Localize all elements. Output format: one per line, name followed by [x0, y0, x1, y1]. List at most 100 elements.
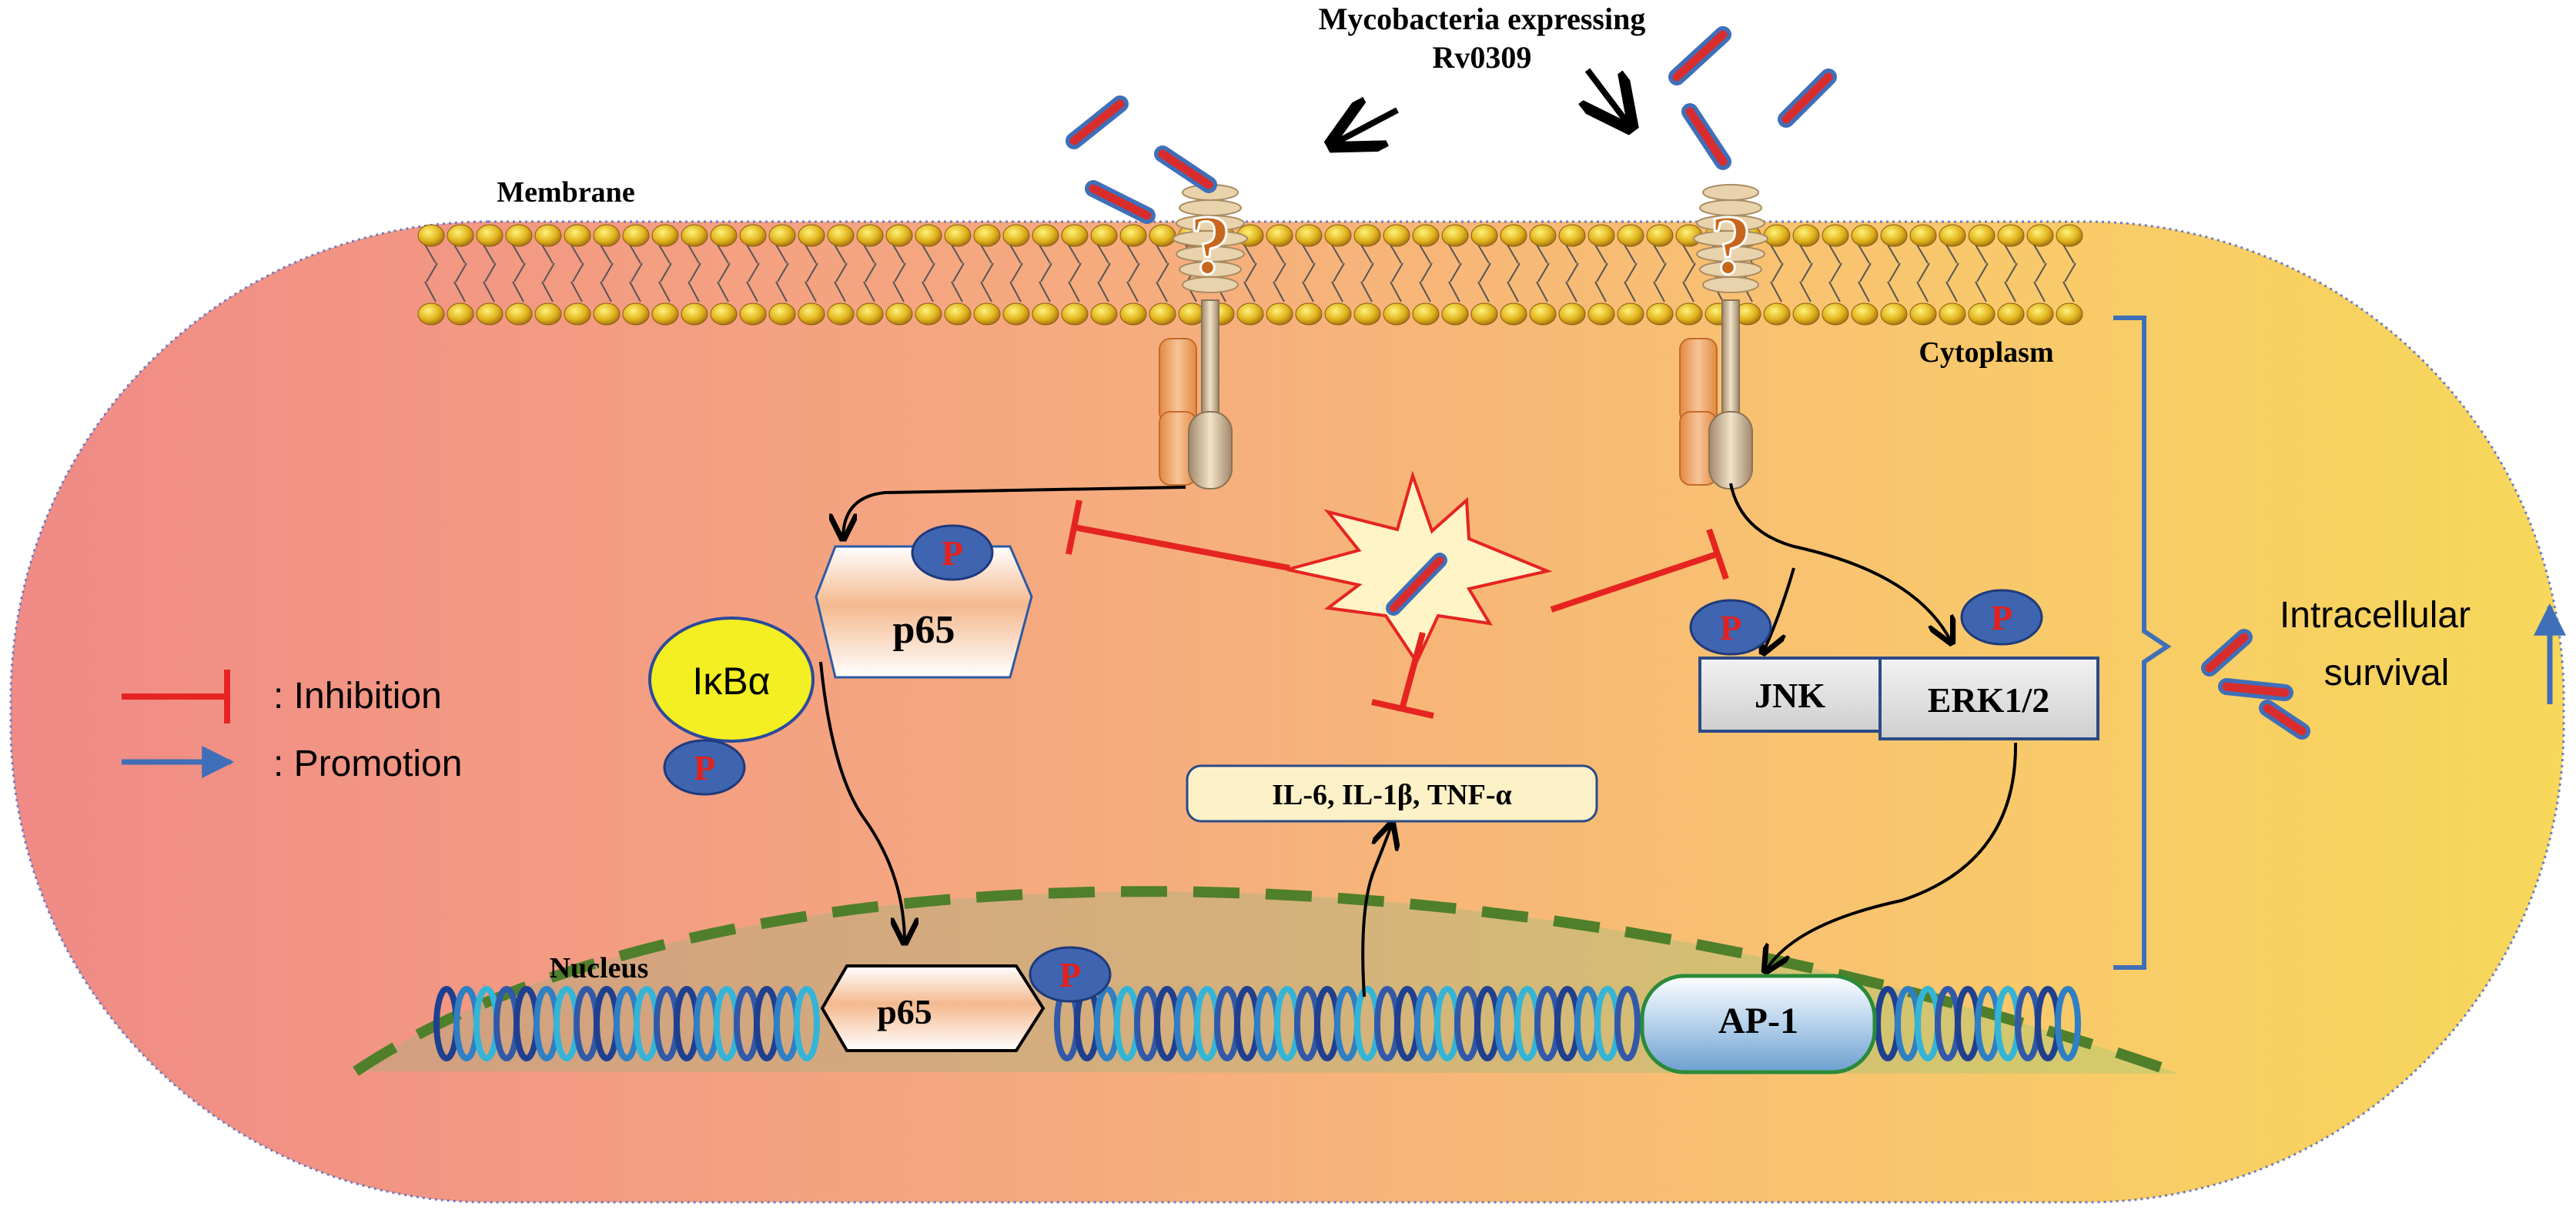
lipid-head: [1412, 224, 1440, 247]
lipid-tail: [1976, 262, 1989, 282]
jnk-label: JNK: [1755, 676, 1825, 715]
lipid-tail: [1477, 281, 1490, 302]
lipid-tail: [601, 262, 614, 282]
lipid-tail: [1537, 262, 1550, 282]
lipid-tail: [1625, 262, 1638, 282]
lipid-tail: [1508, 262, 1521, 282]
lipid-head: [1295, 302, 1323, 326]
bacterium-core: [1672, 30, 1728, 82]
lipid-tail: [1390, 281, 1402, 302]
lipid-tail: [1945, 281, 1958, 302]
lipid-tail: [922, 281, 934, 302]
lipid-tail: [1916, 244, 1929, 264]
lipid-head: [1880, 224, 1908, 247]
lipid-tail: [1011, 262, 1023, 282]
lipid-tail: [1858, 244, 1870, 264]
lipid-head: [2026, 224, 2054, 247]
lipid-head: [1149, 302, 1176, 326]
lipid-head: [1558, 224, 1586, 247]
lipid-tail: [1331, 281, 1343, 302]
lipid-head: [1880, 302, 1908, 326]
lipid-head: [1997, 224, 2025, 247]
lipid-tail: [541, 281, 554, 302]
lipid-tail: [600, 244, 612, 264]
dna-coil: [2055, 986, 2081, 1061]
lipid-head: [1441, 302, 1469, 326]
lipid-head: [1353, 302, 1381, 326]
lipid-tail: [484, 262, 497, 282]
bacterium-core: [2205, 633, 2249, 673]
bacterium-core: [1685, 107, 1728, 166]
lipid-tail: [1040, 262, 1052, 282]
lipid-tail: [1653, 244, 1665, 264]
lipid-head: [1909, 302, 1937, 326]
lipid-head: [1997, 302, 2025, 326]
lipid-tail: [512, 244, 524, 264]
lipid-head: [1939, 224, 1966, 247]
lipid-tail: [777, 262, 789, 282]
lipid-head: [1822, 224, 1849, 247]
lipid-tail: [834, 281, 846, 302]
lipid-tail: [1947, 262, 1959, 282]
phospho-badge: [1960, 589, 2043, 646]
unknown-receptor-mark: ?: [1710, 198, 1752, 292]
lipid-tail: [1156, 281, 1168, 302]
lipid-head: [1383, 302, 1410, 326]
lipid-tail: [600, 281, 612, 302]
lipid-head: [973, 302, 1001, 326]
lipid-tail: [1360, 281, 1373, 302]
lipid-tail: [834, 244, 846, 264]
lipid-tail: [982, 262, 994, 282]
lipid-head: [417, 224, 445, 247]
lipid-tail: [746, 244, 758, 264]
cytokines-label: IL-6, IL-1β, TNF-α: [1272, 779, 1511, 811]
lipid-head: [739, 302, 767, 326]
lipid-head: [1266, 224, 1293, 247]
lipid-tail: [2064, 262, 2076, 282]
lipid-tail: [2006, 262, 2018, 282]
lipid-tail: [980, 244, 992, 264]
mycobacteria: [1066, 26, 2310, 740]
lipid-tail: [1887, 281, 1899, 302]
outcome-label-line2: survival: [2324, 653, 2450, 693]
lipid-tail: [1799, 281, 1812, 302]
lipid-tail: [1567, 262, 1579, 282]
phospho-label: P: [1991, 598, 2012, 637]
lipid-tail: [1360, 244, 1373, 264]
lipid-tail: [689, 262, 701, 282]
lipid-tail: [629, 244, 641, 264]
receptor: ?: [1679, 184, 1768, 490]
lipid-tail: [455, 262, 467, 282]
lipid-tail: [1419, 281, 1431, 302]
lipid-tail: [1303, 262, 1316, 282]
lipid-tail: [1448, 281, 1460, 302]
receptor-ring: [1182, 276, 1239, 293]
lipid-head: [1968, 224, 1996, 247]
lipid-tail: [1274, 262, 1286, 282]
lipid-tail: [1450, 262, 1462, 282]
lipid-head: [1909, 224, 1937, 247]
phospho-label: P: [942, 533, 963, 573]
lipid-tail: [1682, 281, 1694, 302]
lipid-head: [1441, 224, 1469, 247]
phospho-badge: [1029, 946, 1112, 1003]
lipid-tail: [1039, 244, 1051, 264]
lipid-tail: [1828, 244, 1841, 264]
lipid-tail: [1565, 281, 1577, 302]
lipid-tail: [453, 281, 466, 302]
lipid-tail: [1333, 262, 1345, 282]
lipid-tail: [865, 262, 877, 282]
lipid-tail: [1009, 244, 1022, 264]
cytoplasm-label: Cytoplasm: [1919, 336, 2053, 369]
dna-coil: [794, 986, 820, 1061]
lipid-tail: [775, 244, 788, 264]
lipid-tail: [1624, 244, 1636, 264]
lipid-tail: [1770, 244, 1782, 264]
lipid-head: [856, 224, 884, 247]
lipid-head: [2026, 302, 2054, 326]
lipid-head: [534, 224, 562, 247]
erk-label: ERK1/2: [1928, 680, 2049, 720]
p65-cytoplasm-label: p65: [893, 608, 955, 652]
lipid-tail: [1156, 244, 1168, 264]
receptor-tail: [1188, 411, 1233, 490]
